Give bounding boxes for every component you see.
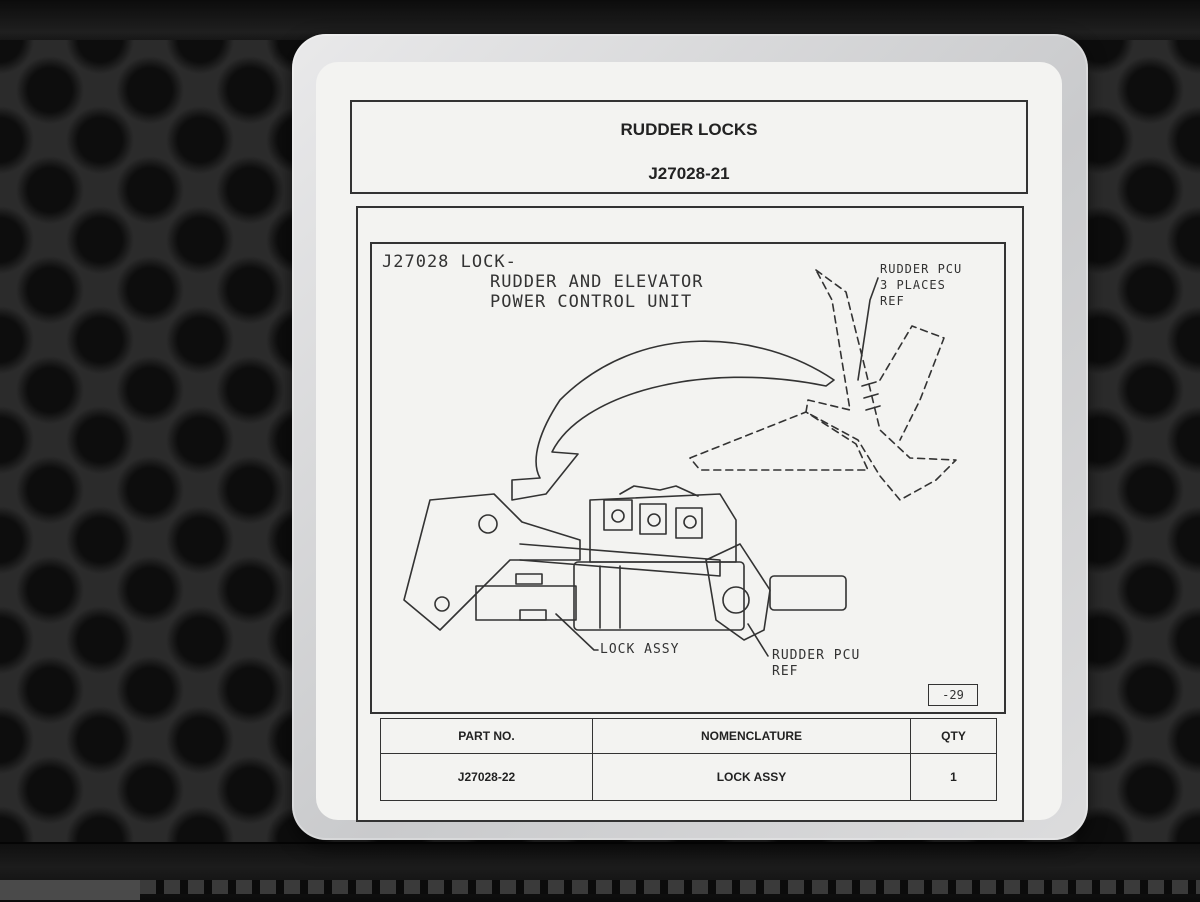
parts-table: PART NO. NOMENCLATURE QTY J27028-22 LOCK…: [380, 718, 997, 801]
header-qty: QTY: [910, 718, 997, 754]
pcu-leader-icon: [747, 623, 769, 657]
callout-rudder-pcu-ref-1: RUDDER PCU: [772, 648, 861, 663]
drawing-area: [370, 242, 1006, 714]
cell-nomenclature: LOCK ASSY: [592, 753, 911, 801]
sheet-number: -29: [928, 684, 978, 706]
title-block: RUDDER LOCKS J27028-21: [350, 100, 1028, 194]
pcu-body-icon: [475, 485, 847, 641]
header-part-no: PART NO.: [380, 718, 593, 754]
callout-rudder-pcu-top-2: 3 PLACES: [880, 278, 946, 292]
leader-lines-icon: [857, 277, 881, 411]
header-nomenclature: NOMENCLATURE: [592, 718, 911, 754]
lock-assy-leader-icon: [555, 613, 599, 651]
case-hinge: [140, 880, 1200, 894]
drawing-heading-1: J27028 LOCK-: [382, 252, 517, 272]
parts-table-header: PART NO. NOMENCLATURE QTY: [380, 718, 997, 754]
drawing-frame: [356, 206, 1024, 822]
callout-rudder-pcu-ref-2: REF: [772, 664, 799, 679]
card-title: RUDDER LOCKS: [620, 120, 758, 139]
callout-lock-assy: LOCK ASSY: [600, 642, 680, 657]
cell-qty: 1: [910, 753, 997, 801]
instruction-card: [316, 62, 1062, 820]
callout-rudder-pcu-top-3: REF: [880, 294, 905, 308]
drawing-heading-2: RUDDER AND ELEVATOR: [490, 272, 704, 292]
cell-part-no: J27028-22: [380, 753, 593, 801]
callout-rudder-pcu-top-1: RUDDER PCU: [880, 262, 963, 276]
aircraft-tail-icon: [689, 269, 957, 501]
arrow-icon: [511, 340, 835, 501]
card-part-number: J27028-21: [648, 164, 730, 183]
drawing-heading-3: POWER CONTROL UNIT: [490, 292, 693, 312]
table-row: J27028-22 LOCK ASSY 1: [380, 753, 997, 801]
floor-carpet: [0, 880, 140, 900]
